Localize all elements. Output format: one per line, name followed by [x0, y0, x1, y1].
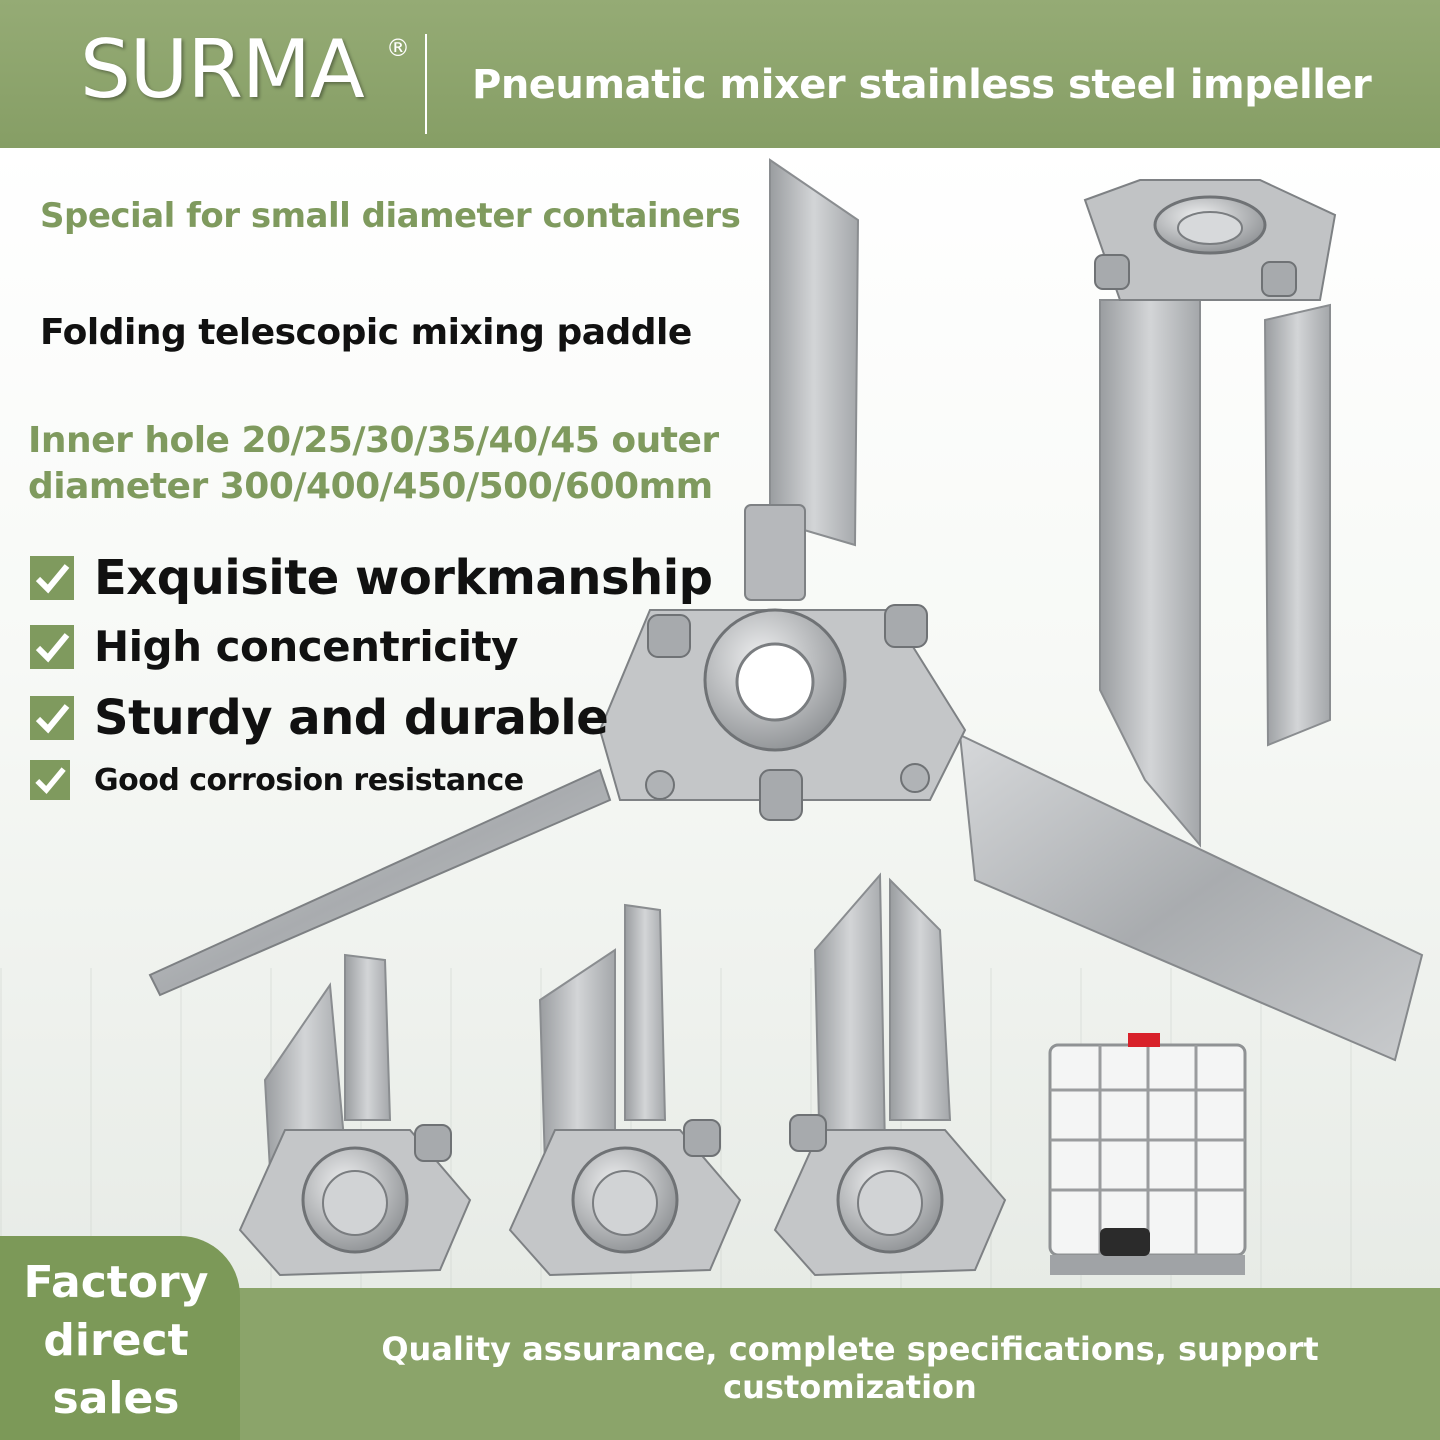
product-title: Pneumatic mixer stainless steel impeller — [472, 62, 1372, 108]
factory-badge — [0, 1236, 240, 1440]
ibc-tote-image — [1048, 1033, 1247, 1275]
folded-impeller-small-3 — [773, 872, 1007, 1277]
bolt-bottom — [759, 769, 803, 821]
hinge-top — [744, 504, 806, 601]
feature-item: Good corrosion resistance — [30, 760, 524, 800]
checkmark-icon — [30, 760, 70, 800]
header-bar — [0, 0, 1440, 148]
header-divider — [425, 34, 427, 134]
folded-impeller-small-1 — [238, 953, 472, 1277]
folded-impeller-small-2 — [508, 903, 742, 1277]
brand-logo: SURMA — [80, 23, 365, 116]
spec-product-type: Folding telescopic mixing paddle — [40, 312, 692, 353]
feature-label: Good corrosion resistance — [94, 762, 524, 798]
rivet-right — [900, 763, 930, 793]
rivet-left — [645, 770, 675, 800]
blade-top — [769, 158, 860, 547]
checkmark-icon — [30, 624, 74, 669]
main-impeller — [148, 158, 1424, 1062]
feature-label: Sturdy and durable — [94, 690, 609, 746]
factory-badge-text: Factory direct sales — [23, 1257, 209, 1424]
blade-right — [958, 733, 1424, 1062]
footer-tagline: Quality assurance, complete specificatio… — [381, 1330, 1319, 1406]
spec-special-use: Special for small diameter containers — [40, 196, 741, 236]
bolt-left — [647, 614, 691, 658]
folded-impeller — [1083, 179, 1337, 848]
feature-item: Sturdy and durable — [30, 690, 609, 746]
feature-label: High concentricity — [94, 622, 519, 671]
blade-left — [148, 768, 612, 997]
bolt-right — [884, 604, 928, 648]
spec-sizes: Inner hole 20/25/30/35/40/45 outer diame… — [28, 420, 719, 507]
hub-bore — [735, 642, 815, 722]
footer-bar — [0, 1288, 1440, 1440]
feature-item: Exquisite workmanship — [30, 550, 713, 606]
registered-mark: ® — [386, 34, 410, 62]
checkmark-icon — [30, 696, 74, 740]
checkmark-icon — [30, 556, 74, 600]
feature-label: Exquisite workmanship — [94, 550, 713, 606]
feature-item: High concentricity — [30, 622, 519, 671]
